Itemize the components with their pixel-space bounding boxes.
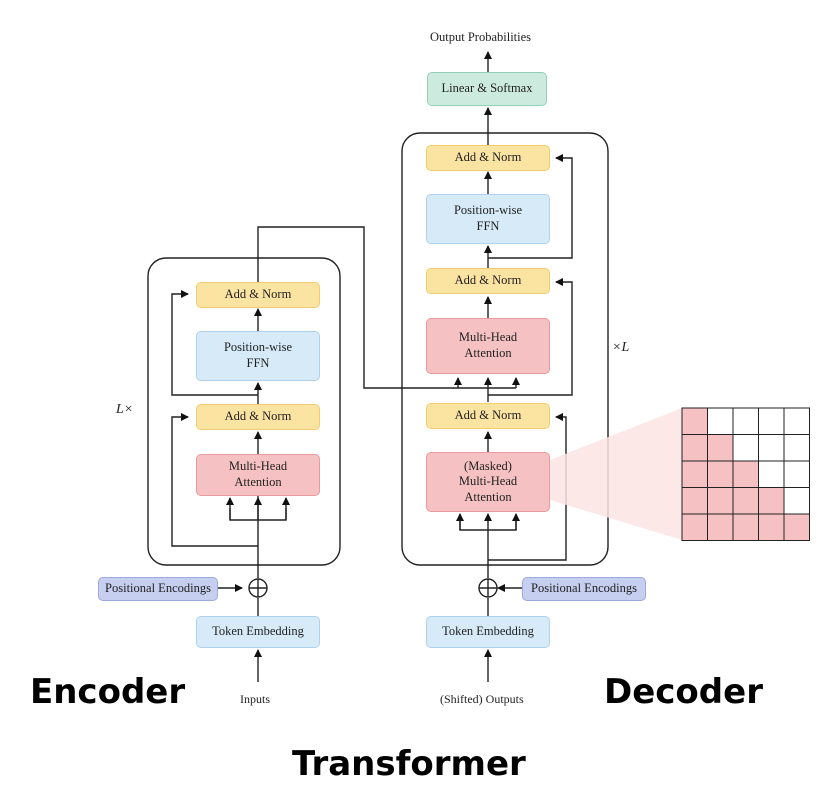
decoder-masked-attention-box: (Masked) Multi-Head Attention — [426, 452, 550, 512]
decoder-add-norm-middle: Add & Norm — [426, 268, 550, 294]
mask-cell-visible — [707, 487, 734, 515]
encoder-repeat-label: L× — [116, 402, 134, 417]
encoder-ffn-box: Position-wise FFN — [196, 331, 320, 381]
mask-cell-visible — [707, 434, 734, 462]
mask-cell-visible — [783, 513, 810, 541]
output-probabilities-label: Output Probabilities — [430, 30, 532, 44]
mask-cell-visible — [681, 434, 708, 462]
transformer-title: Transformer — [292, 744, 526, 784]
mask-cell-visible — [681, 460, 708, 488]
mask-cell-visible — [707, 513, 734, 541]
decoder-input-label: (Shifted) Outputs — [440, 692, 524, 706]
mask-cell-visible — [681, 407, 708, 435]
decoder-token-embedding: Token Embedding — [426, 616, 550, 648]
encoder-block-frame — [147, 257, 341, 566]
mask-cell-masked — [783, 407, 810, 435]
encoder-positional-encodings: Positional Encodings — [98, 577, 218, 601]
decoder-cross-attention-box: Multi-Head Attention — [426, 318, 550, 374]
decoder-add-norm-top: Add & Norm — [426, 145, 550, 171]
mask-cell-visible — [732, 487, 759, 515]
encoder-token-embedding: Token Embedding — [196, 616, 320, 648]
mask-cell-masked — [707, 407, 734, 435]
decoder-positional-encodings: Positional Encodings — [522, 577, 646, 601]
mask-cell-visible — [681, 513, 708, 541]
encoder-input-label: Inputs — [240, 692, 270, 706]
encoder-label: Encoder — [30, 672, 186, 712]
mask-cell-visible — [707, 460, 734, 488]
mask-cell-visible — [732, 460, 759, 488]
mask-cell-masked — [732, 434, 759, 462]
mask-projection — [550, 408, 682, 540]
mask-cell-masked — [758, 460, 785, 488]
mask-cell-masked — [783, 434, 810, 462]
mask-cell-visible — [681, 487, 708, 515]
mask-cell-visible — [732, 513, 759, 541]
mask-cell-masked — [732, 407, 759, 435]
mask-cell-masked — [783, 460, 810, 488]
linear-softmax-box: Linear & Softmax — [427, 72, 547, 106]
mask-cell-visible — [758, 487, 785, 515]
encoder-attention-box: Multi-Head Attention — [196, 454, 320, 496]
decoder-label: Decoder — [604, 672, 763, 712]
decoder-ffn-box: Position-wise FFN — [426, 194, 550, 244]
mask-cell-masked — [758, 434, 785, 462]
encoder-add-norm-top: Add & Norm — [196, 282, 320, 308]
encoder-add-norm-bottom: Add & Norm — [196, 404, 320, 430]
mask-cell-masked — [783, 487, 810, 515]
causal-mask-grid — [681, 407, 810, 541]
decoder-add-norm-bottom: Add & Norm — [426, 403, 550, 429]
mask-cell-visible — [758, 513, 785, 541]
decoder-block-frame — [401, 132, 609, 566]
mask-cell-masked — [758, 407, 785, 435]
decoder-repeat-label: ×L — [612, 340, 630, 355]
